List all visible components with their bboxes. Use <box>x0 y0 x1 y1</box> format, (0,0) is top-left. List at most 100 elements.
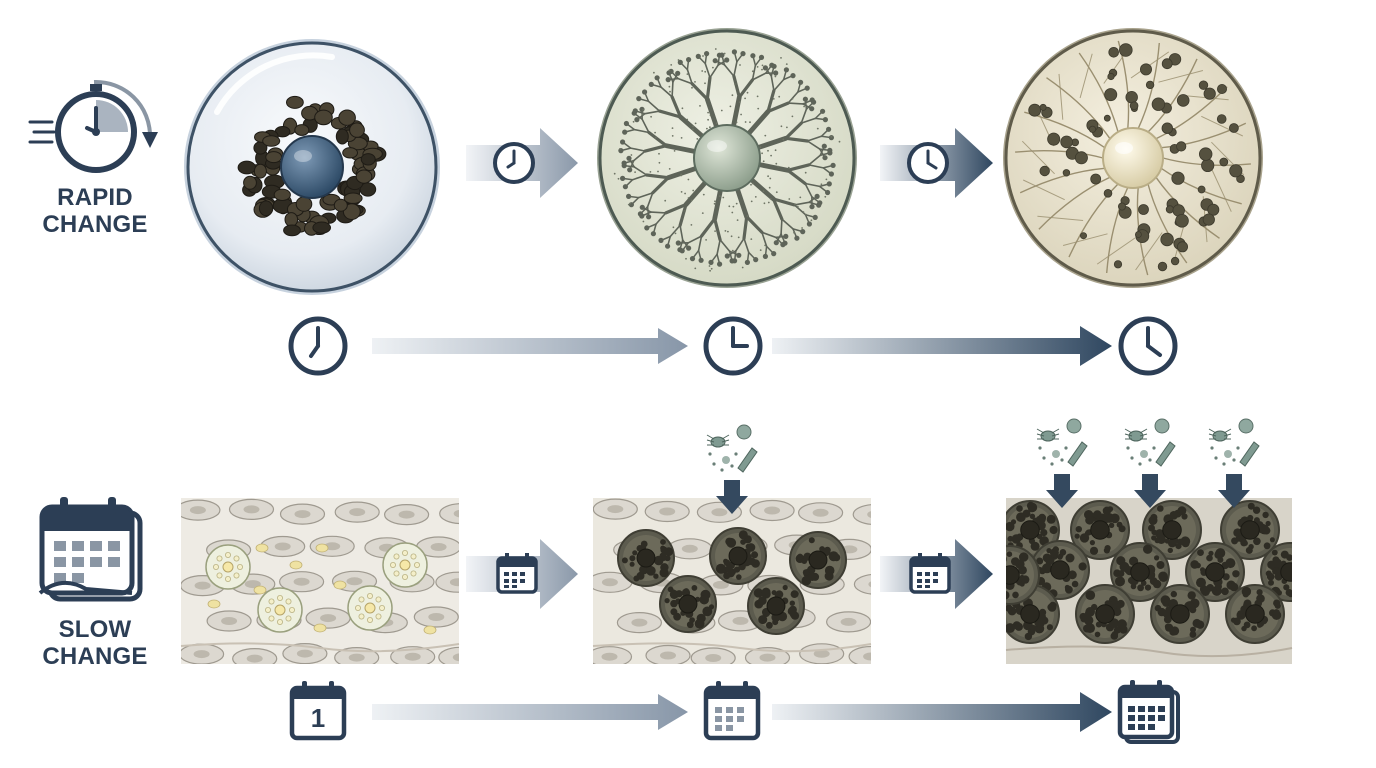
tissue-cell-nucleus <box>601 578 618 587</box>
speck <box>830 135 833 138</box>
speck <box>668 85 671 88</box>
speck <box>735 121 738 124</box>
dendrite-tip <box>822 117 828 123</box>
yellow-granule <box>255 543 269 553</box>
dendrite <box>660 86 673 98</box>
dark-granule-ring-cell <box>184 39 440 295</box>
dendrite-tip <box>773 240 779 246</box>
dendrite-tip <box>626 193 632 199</box>
infected-granule <box>1206 554 1213 562</box>
dendrite <box>699 217 717 238</box>
microbe-speck <box>1042 456 1046 460</box>
granule <box>273 188 291 201</box>
calendar-icon <box>496 553 538 594</box>
healthy-vesicles <box>205 542 437 635</box>
granule <box>314 109 333 126</box>
speckle <box>1135 231 1142 238</box>
infected-granule <box>629 555 636 562</box>
vein <box>1068 183 1119 258</box>
dendrite <box>664 202 688 215</box>
speck <box>793 231 795 234</box>
dendrite <box>670 95 683 119</box>
infected-granule <box>1089 546 1099 555</box>
granule <box>294 124 310 136</box>
speck <box>746 215 749 217</box>
infected-granule <box>629 561 635 567</box>
dendrite-tip <box>650 231 656 237</box>
speck <box>701 70 704 72</box>
infected-nucleus <box>1020 604 1040 624</box>
infected-granule <box>1268 579 1274 586</box>
speck <box>658 152 660 155</box>
microbe-coccus <box>1066 418 1082 434</box>
dendrite-tip <box>642 89 648 95</box>
rapid-timeline <box>288 316 1178 376</box>
infected-granule <box>1085 590 1096 600</box>
dendrite <box>633 150 646 162</box>
speck <box>685 257 687 260</box>
vein-branch <box>1135 232 1163 271</box>
dendrite-tip <box>708 259 714 265</box>
infected-granule <box>782 584 788 591</box>
speckle <box>1176 94 1190 107</box>
yellow-granule <box>289 560 303 570</box>
speck <box>619 148 621 150</box>
speck <box>634 171 636 173</box>
vesicle-dot <box>375 613 382 620</box>
vein <box>1015 149 1104 159</box>
dendrite-tip <box>736 252 742 258</box>
speck <box>780 57 782 59</box>
dendrite-tip <box>654 75 660 81</box>
dendrite <box>804 182 821 188</box>
microbe-speck <box>1138 462 1142 466</box>
slow-stage-arrow-2 <box>880 539 993 609</box>
infected-granule <box>746 543 756 552</box>
tissue-cell-nucleus <box>711 508 728 517</box>
microbe-bug <box>710 436 726 448</box>
microbe-leg <box>706 434 715 440</box>
vein-branch <box>1062 233 1108 246</box>
dendrite-tip <box>822 155 828 161</box>
dendrite <box>678 114 707 141</box>
infected-granule <box>1075 526 1083 533</box>
dendrite-tip <box>632 108 638 114</box>
granule <box>295 196 313 212</box>
vein-branch <box>1158 70 1204 83</box>
infected-granule <box>1045 564 1052 571</box>
microbe-speck <box>734 452 738 456</box>
infected-granule <box>1006 604 1013 612</box>
dendrite <box>677 77 693 85</box>
microbe-leg <box>721 434 730 440</box>
tissue-cell-nucleus <box>888 615 904 623</box>
rapid-stage-arrow-1 <box>466 128 578 198</box>
dendrite-tip <box>814 193 820 199</box>
speckle <box>1157 261 1168 272</box>
vein-branch <box>1022 179 1065 201</box>
infected-granule <box>1029 513 1036 519</box>
vesicle-dot <box>216 555 223 562</box>
dendrite-tip <box>644 225 650 231</box>
infected-granule <box>1006 623 1015 633</box>
dendrite-tip <box>809 106 815 112</box>
dendrite <box>716 239 721 256</box>
dendrite-tip <box>811 99 817 105</box>
dendrite-tip <box>825 189 831 196</box>
microbe-speck <box>712 462 716 466</box>
speck <box>684 209 687 212</box>
speck <box>767 201 770 204</box>
speckle <box>1062 169 1071 177</box>
speckle <box>1108 47 1120 58</box>
speck <box>707 118 709 121</box>
dendrite-tip <box>731 49 737 55</box>
dendrite-tip <box>717 261 723 267</box>
infected-granule <box>1014 622 1024 631</box>
speckle <box>1118 43 1133 57</box>
dendrite-tip <box>620 139 626 145</box>
speck <box>713 202 716 205</box>
speck <box>729 105 732 108</box>
infected-granule <box>646 566 656 576</box>
infected-granule <box>1170 626 1180 636</box>
speckle <box>1219 157 1229 167</box>
speck <box>632 120 635 123</box>
microbe-dot <box>722 456 730 464</box>
